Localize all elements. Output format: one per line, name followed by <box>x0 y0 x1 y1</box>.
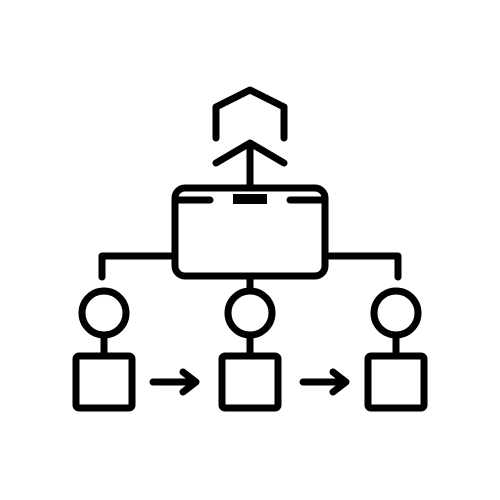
central-box <box>171 184 329 280</box>
branch-connectors <box>98 252 402 294</box>
right-arrow-icon <box>149 368 200 396</box>
up-arrow-icon <box>212 139 288 192</box>
right-arrow-icon <box>299 368 350 396</box>
middle-node <box>218 287 282 412</box>
right-node <box>364 287 428 412</box>
hexagon-outline <box>212 86 288 142</box>
left-node <box>72 287 136 412</box>
